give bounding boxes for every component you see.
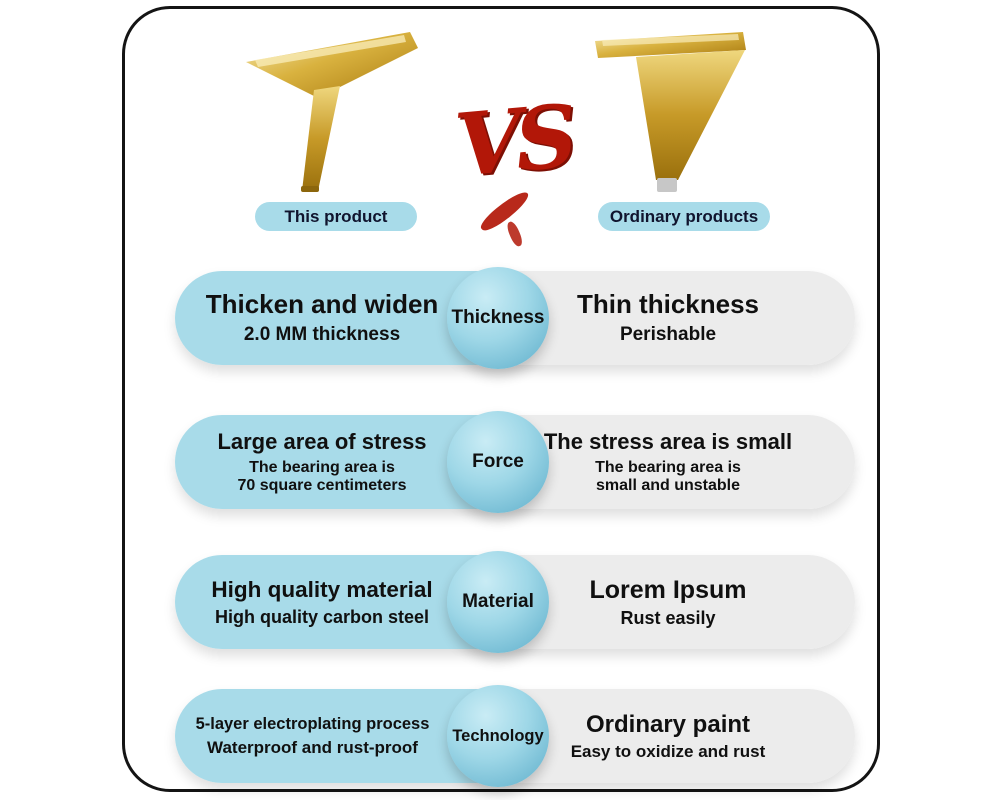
category-badge: Technology <box>447 685 549 787</box>
right-title: The stress area is small <box>543 429 793 455</box>
category-badge: Force <box>447 411 549 513</box>
comparison-row-force: Large area of stress The bearing area is… <box>175 411 855 513</box>
comparison-row-technology: 5-layer electroplating process Waterproo… <box>175 685 855 787</box>
category-label: Force <box>472 451 524 472</box>
vs-graphic: VS <box>451 85 594 248</box>
category-label: Material <box>462 591 534 612</box>
product-photos <box>246 32 746 192</box>
left-subtitle: Waterproof and rust-proof <box>207 737 418 757</box>
border-frame <box>122 6 880 792</box>
left-subtitle: High quality carbon steel <box>214 606 430 627</box>
left-subtitle: The bearing area is 70 square centimeter… <box>237 458 407 494</box>
right-product-photo <box>595 32 746 192</box>
left-title: Large area of stress <box>217 429 427 455</box>
right-subtitle: Rust easily <box>620 608 716 629</box>
ordinary-products-label: Ordinary products <box>598 202 770 231</box>
ordinary-product-cell: Thin thickness Perishable <box>515 271 855 365</box>
category-badge: Thickness <box>447 267 549 369</box>
category-label: Technology <box>452 726 544 745</box>
vs-brush-stroke <box>477 187 532 236</box>
left-title: High quality material <box>211 576 433 602</box>
ordinary-product-cell: Lorem Ipsum Rust easily <box>515 555 855 649</box>
category-badge: Material <box>447 551 549 653</box>
this-product-label: This product <box>255 202 417 231</box>
right-title: Lorem Ipsum <box>589 575 747 604</box>
right-title: Ordinary paint <box>585 710 751 738</box>
right-title: Thin thickness <box>576 289 760 320</box>
left-product-photo <box>246 32 418 192</box>
ordinary-product-cell: Ordinary paint Easy to oxidize and rust <box>515 689 855 783</box>
ordinary-product-cell: The stress area is small The bearing are… <box>515 415 855 509</box>
comparison-row-material: High quality material High quality carbo… <box>175 551 855 653</box>
vs-text: VS <box>451 85 575 197</box>
right-subtitle: Perishable <box>619 324 717 346</box>
left-title: 5-layer electroplating process <box>195 715 430 733</box>
right-subtitle: Easy to oxidize and rust <box>570 742 766 762</box>
left-subtitle: 2.0 MM thickness <box>243 324 401 346</box>
left-title: Thicken and widen <box>205 289 439 320</box>
comparison-row-thickness: Thicken and widen 2.0 MM thickness Thin … <box>175 267 855 369</box>
right-subtitle: The bearing area is small and unstable <box>595 458 741 494</box>
category-label: Thickness <box>451 307 545 328</box>
